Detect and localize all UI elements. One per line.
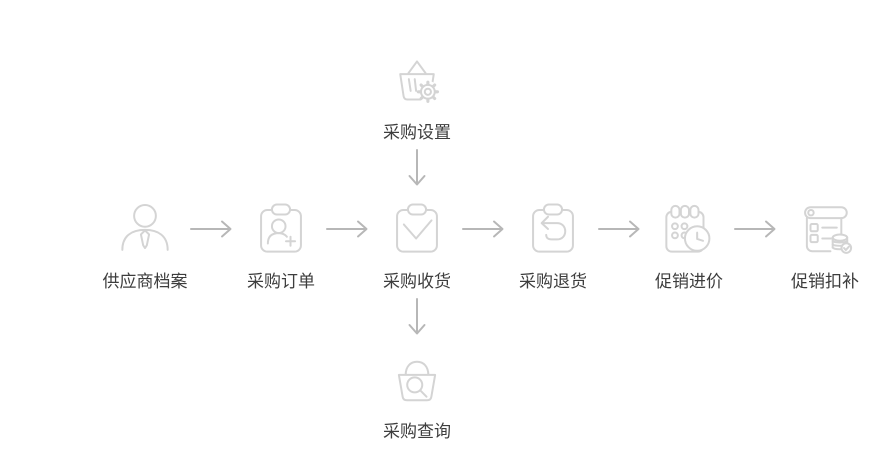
arrow-right-icon	[462, 220, 504, 238]
node-label: 采购收货	[383, 272, 451, 291]
arrow-right-icon	[190, 220, 232, 238]
node-purchase-return[interactable]: 采购退货	[493, 200, 613, 292]
clipboard-check-icon	[388, 200, 446, 258]
node-label: 采购设置	[383, 123, 451, 142]
node-label: 供应商档案	[102, 272, 188, 291]
arrow-right-icon	[734, 220, 776, 238]
node-purchase-order[interactable]: 采购订单	[221, 200, 341, 292]
node-purchase-receiving[interactable]: 采购收货	[357, 200, 477, 292]
arrow-right-icon	[326, 220, 368, 238]
scroll-coins-icon	[796, 200, 854, 258]
node-purchase-settings[interactable]: 采购设置	[357, 51, 477, 143]
node-label: 采购退货	[519, 272, 587, 291]
clipboard-return-icon	[524, 200, 582, 258]
basket-search-icon	[388, 350, 446, 408]
arrow-down-icon	[408, 149, 426, 186]
calendar-clock-icon	[660, 200, 718, 258]
node-promo-purchase-price[interactable]: 促销进价	[629, 200, 749, 292]
node-label: 促销扣补	[791, 272, 859, 291]
node-purchase-query[interactable]: 采购查询	[357, 350, 477, 442]
shopping-bag-gear-icon	[388, 51, 446, 109]
clipboard-add-person-icon	[252, 200, 310, 258]
node-label: 采购订单	[247, 272, 315, 291]
arrow-down-icon	[408, 298, 426, 335]
node-label: 促销进价	[655, 272, 723, 291]
node-promo-deduction[interactable]: 促销扣补	[765, 200, 885, 292]
arrow-right-icon	[598, 220, 640, 238]
node-label: 采购查询	[383, 422, 451, 441]
node-supplier-archive[interactable]: 供应商档案	[85, 200, 205, 292]
businessman-icon	[116, 200, 174, 258]
